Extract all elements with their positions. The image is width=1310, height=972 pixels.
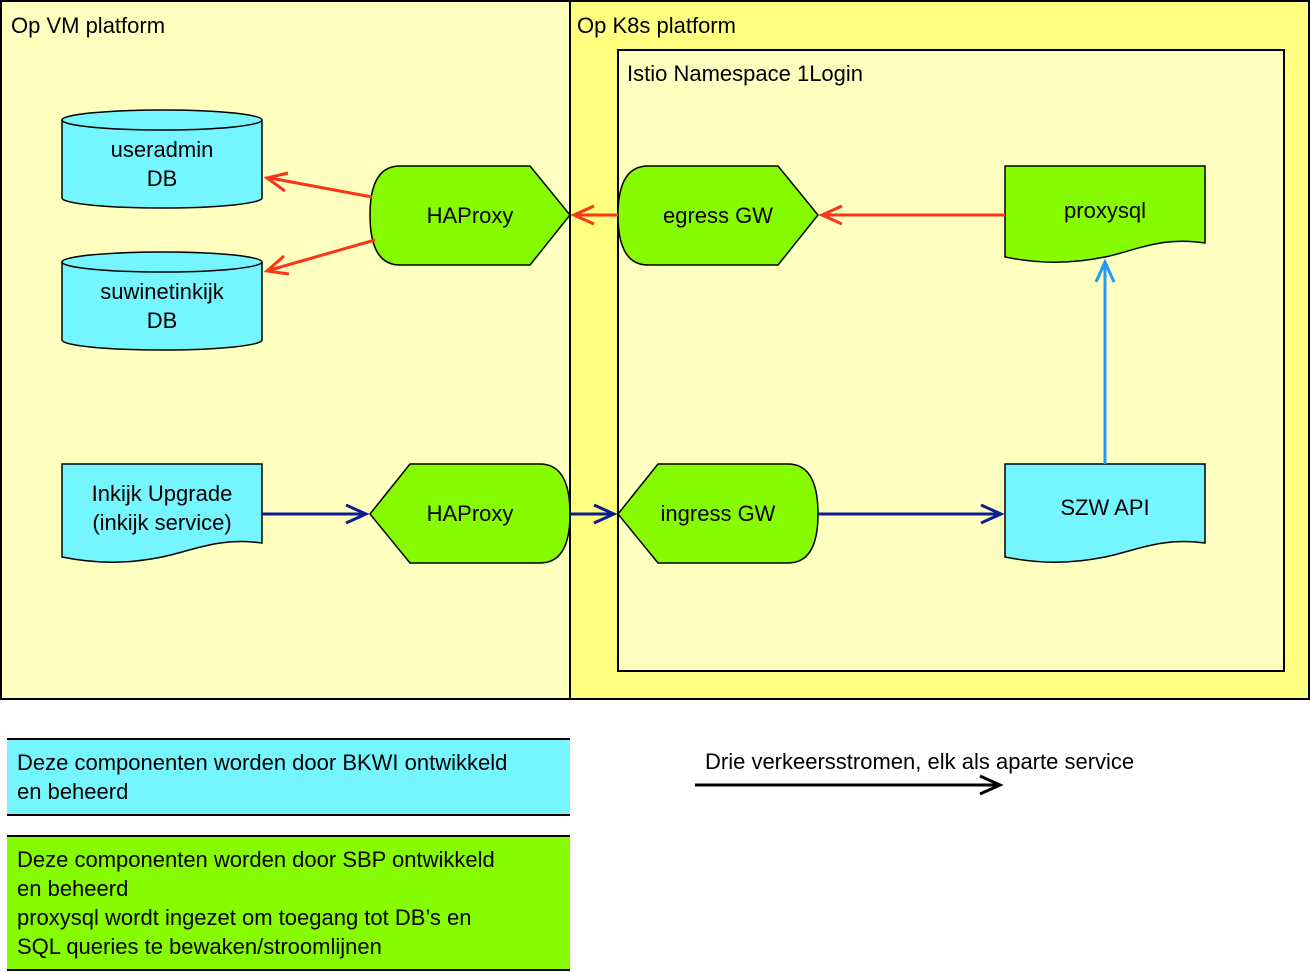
suwinet-db-cylinder xyxy=(61,251,263,351)
egress-gw-label: egress GW xyxy=(662,203,774,228)
legend-sbp: Deze componenten worden door SBP ontwikk… xyxy=(7,835,570,971)
suwinet-db-label: suwinetinkijk DB xyxy=(62,276,262,336)
legend-sbp-line2: en beheerd xyxy=(17,876,129,901)
inkijk-upgrade-line1: Inkijk Upgrade xyxy=(91,481,233,506)
inkijk-upgrade-line2: (inkijk service) xyxy=(92,510,232,535)
legend-sbp-line3: proxysql wordt ingezet om toegang tot DB… xyxy=(17,905,472,930)
vm-platform-region xyxy=(0,0,571,700)
legend-bkwi-line1: Deze componenten worden door BKWI ontwik… xyxy=(17,750,508,775)
namespace-region xyxy=(617,49,1285,672)
vm-platform-title: Op VM platform xyxy=(11,13,166,38)
arrow-haproxy-to-suwinet xyxy=(269,238,376,272)
szw-api-label: SZW API xyxy=(1060,494,1150,520)
legend-bkwi: Deze componenten worden door BKWI ontwik… xyxy=(7,738,570,816)
haproxy-top-label: HAProxy xyxy=(426,203,514,228)
egress-gw-shape xyxy=(617,165,819,266)
suwinet-db-line1: suwinetinkijk xyxy=(100,279,224,304)
useradmin-db-label: useradmin DB xyxy=(62,134,262,194)
sql-flow-arrow xyxy=(1094,258,1116,464)
legend-sbp-line4: SQL queries te bewaken/stroomlijnen xyxy=(17,934,382,959)
szw-api-shape xyxy=(1004,463,1206,563)
haproxy-top-shape xyxy=(369,165,571,266)
legend-sbp-line1: Deze componenten worden door SBP ontwikk… xyxy=(17,847,495,872)
ingress-gw-label: ingress GW xyxy=(660,501,776,526)
arrow-haproxy-to-useradmin xyxy=(269,176,373,199)
useradmin-db-line1: useradmin xyxy=(110,137,214,162)
legend-bkwi-line2: en beheerd xyxy=(17,779,129,804)
useradmin-db-cylinder xyxy=(61,109,263,209)
proxysql-shape xyxy=(1004,165,1206,263)
suwinet-db-line2: DB xyxy=(146,308,178,333)
namespace-title: Istio Namespace 1Login xyxy=(627,61,864,86)
useradmin-db-line2: DB xyxy=(146,166,178,191)
db-flow-arrows xyxy=(263,171,1005,276)
inkijk-upgrade-label: Inkijk Upgrade (inkijk service) xyxy=(62,476,262,540)
haproxy-bottom-label: HAProxy xyxy=(426,501,514,526)
legend-flows-text: Drie verkeersstromen, elk als aparte ser… xyxy=(705,749,1135,774)
inkijk-upgrade-shape xyxy=(61,463,263,563)
k8s-platform-title: Op K8s platform xyxy=(577,13,736,38)
legend-flow-arrow xyxy=(695,774,1004,796)
api-flow-arrows xyxy=(262,503,1005,525)
proxysql-label: proxysql xyxy=(1064,197,1146,223)
